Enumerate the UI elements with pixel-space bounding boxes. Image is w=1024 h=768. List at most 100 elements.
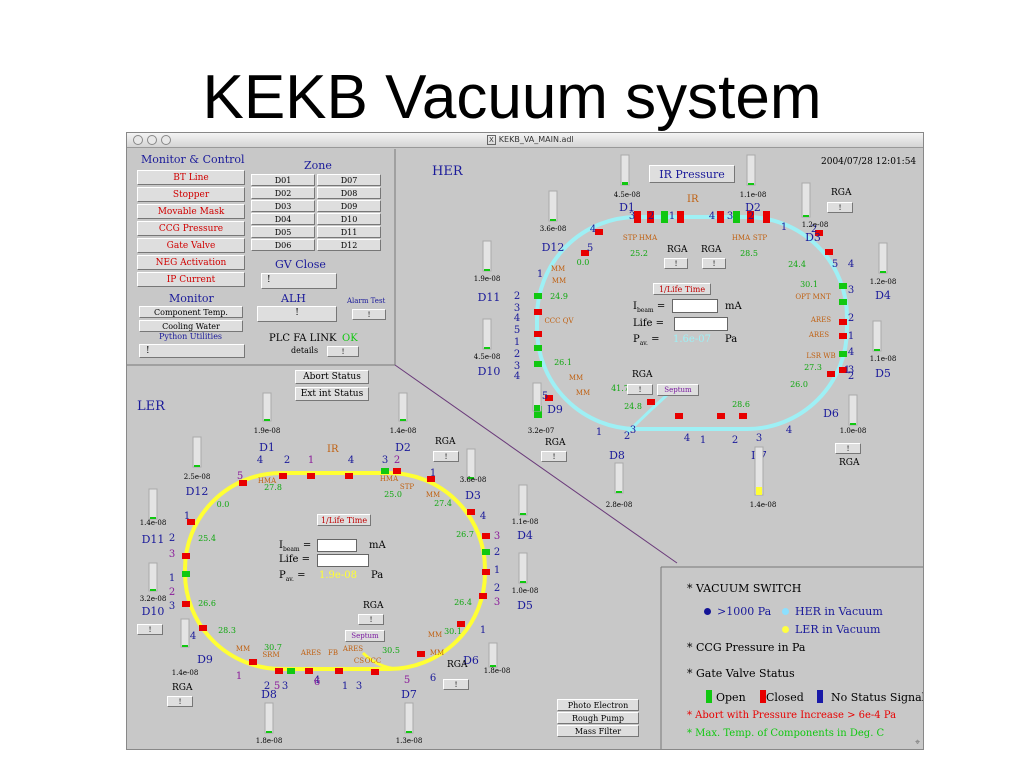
ler-gauge-fill-d9 [182, 645, 188, 647]
ler-valve-8 [482, 533, 490, 539]
zone-button-d09[interactable]: D09 [317, 200, 381, 212]
gv-close-button[interactable]: ! [261, 273, 337, 289]
minimize-window-icon[interactable] [147, 135, 157, 145]
ler-rga-d10-button[interactable]: ! [137, 624, 163, 635]
her-port-29: 1 [596, 427, 602, 438]
ler-valve-4 [381, 468, 389, 474]
bt-line-button[interactable]: BT Line [137, 170, 245, 185]
zone-button-d05[interactable]: D05 [251, 226, 315, 238]
her-port-35: 3 [756, 433, 762, 444]
ler-pressure-d9: 1.4e-08 [172, 669, 199, 677]
her-life-time-button[interactable]: 1/Life Time [653, 283, 711, 295]
details-button[interactable]: ! [327, 346, 359, 357]
ler-valve-14 [371, 669, 379, 675]
her-rga-inner-2-button[interactable]: ! [702, 258, 726, 269]
ler-gauge-fill-d12 [194, 465, 200, 467]
her-gauge-d1 [620, 154, 630, 186]
her-temp-0: 25.2 [630, 249, 648, 258]
her-rga-septum-button[interactable]: ! [627, 384, 653, 395]
photo-electron-button[interactable]: Photo Electron [557, 699, 639, 711]
ler-eq-2: = [301, 554, 311, 565]
her-port-28: 5 [542, 391, 548, 402]
ler-gauge-fill-d3 [468, 477, 474, 479]
her-rga-d8-button[interactable]: ! [541, 451, 567, 462]
component-temp-button[interactable]: Component Temp. [139, 306, 243, 318]
ler-rga-d9-button[interactable]: ! [167, 696, 193, 707]
her-rga-d3-button[interactable]: ! [827, 202, 853, 213]
her-temp-9: 26.1 [554, 358, 572, 367]
ler-gauge-fill-d10 [150, 589, 156, 591]
ler-pressure-d12: 2.5e-08 [184, 473, 211, 481]
panel-dividers [127, 149, 923, 749]
zone-button-d10[interactable]: D10 [317, 213, 381, 225]
her-port-8: 1 [781, 222, 787, 233]
her-valve-11 [534, 293, 542, 299]
alh-button[interactable]: ! [257, 306, 337, 322]
rough-pump-button[interactable]: Rough Pump [557, 712, 639, 724]
zone-button-d07[interactable]: D07 [317, 174, 381, 186]
her-rga-d6-button[interactable]: ! [835, 443, 861, 454]
her-port-25: 2 [514, 349, 520, 360]
ip-current-button[interactable]: IP Current [137, 272, 245, 287]
her-valve-15 [534, 361, 542, 367]
her-valve-7 [839, 333, 847, 339]
close-window-icon[interactable] [133, 135, 143, 145]
abort-status-button[interactable]: Abort Status [295, 370, 369, 384]
mass-filter-button[interactable]: Mass Filter [557, 725, 639, 737]
her-rga-inner-1-button[interactable]: ! [664, 258, 688, 269]
zone-button-d12[interactable]: D12 [317, 239, 381, 251]
monitor-control-title: Monitor & Control [141, 153, 245, 166]
ler-gauge-d12 [192, 436, 202, 468]
her-label-11: CCC QV [544, 317, 574, 325]
her-gauge-d10 [482, 318, 492, 350]
cooling-water-button[interactable]: Cooling Water [139, 320, 243, 332]
zone-button-d08[interactable]: D08 [317, 187, 381, 199]
ler-port-23: 2 [264, 681, 270, 692]
alarm-test-button[interactable]: ! [352, 309, 386, 320]
resize-grip-icon[interactable]: ⌖ [915, 738, 921, 748]
ler-rga-d2-button[interactable]: ! [433, 451, 459, 462]
ler-port-20: 1 [342, 681, 348, 692]
x11-icon: X [487, 135, 496, 145]
zone-button-d04[interactable]: D04 [251, 213, 315, 225]
ler-pressure-d8: 1.8e-08 [256, 737, 283, 745]
ler-gauge-fill-d2 [400, 419, 406, 421]
movable-mask-button[interactable]: Movable Mask [137, 204, 245, 219]
legend-gate-valve: * Gate Valve Status [687, 667, 795, 680]
zone-button-d02[interactable]: D02 [251, 187, 315, 199]
her-septum-button[interactable]: Septum [657, 384, 699, 396]
zone-button-d03[interactable]: D03 [251, 200, 315, 212]
zone-button-d01[interactable]: D01 [251, 174, 315, 186]
stopper-button[interactable]: Stopper [137, 187, 245, 202]
ler-rga-septum-button[interactable]: ! [358, 614, 384, 625]
ler-life-time-button[interactable]: 1/Life Time [317, 514, 371, 526]
her-gauge-fill-d11 [484, 269, 490, 271]
her-temp-10: 24.9 [550, 292, 568, 301]
zoom-window-icon[interactable] [161, 135, 171, 145]
her-gauge-d3 [801, 182, 811, 218]
ler-section-d9: D9 [197, 653, 213, 666]
legend-abort: * Abort with Pressure Increase > 6e-4 Pa [687, 710, 897, 721]
her-valve-20 [647, 399, 655, 405]
ir-pressure-button[interactable]: IR Pressure [649, 165, 735, 183]
python-utilities-button[interactable]: ! [139, 344, 245, 358]
her-section-d1: D1 [619, 201, 635, 214]
her-temp-2: 24.4 [788, 260, 806, 269]
her-rga-d8: RGA [545, 438, 566, 448]
her-p-text: P [633, 334, 640, 345]
ler-life-label: Life = [279, 555, 310, 565]
ler-port-12: 3 [494, 597, 500, 608]
ext-int-status-button[interactable]: Ext int Status [295, 387, 369, 401]
gate-valve-button[interactable]: Gate Valve [137, 238, 245, 253]
neg-activation-button[interactable]: NEG Activation [137, 255, 245, 270]
zone-button-d06[interactable]: D06 [251, 239, 315, 251]
her-i-beam-label: Ibeam = [633, 302, 665, 314]
zone-button-d11[interactable]: D11 [317, 226, 381, 238]
ler-rga-d6-button[interactable]: ! [443, 679, 469, 690]
her-valve-0 [595, 229, 603, 235]
ler-valve-21 [182, 601, 190, 607]
ccg-pressure-button[interactable]: CCG Pressure [137, 221, 245, 236]
her-section-d2: D2 [745, 201, 761, 214]
ler-septum-button[interactable]: Septum [345, 630, 385, 642]
